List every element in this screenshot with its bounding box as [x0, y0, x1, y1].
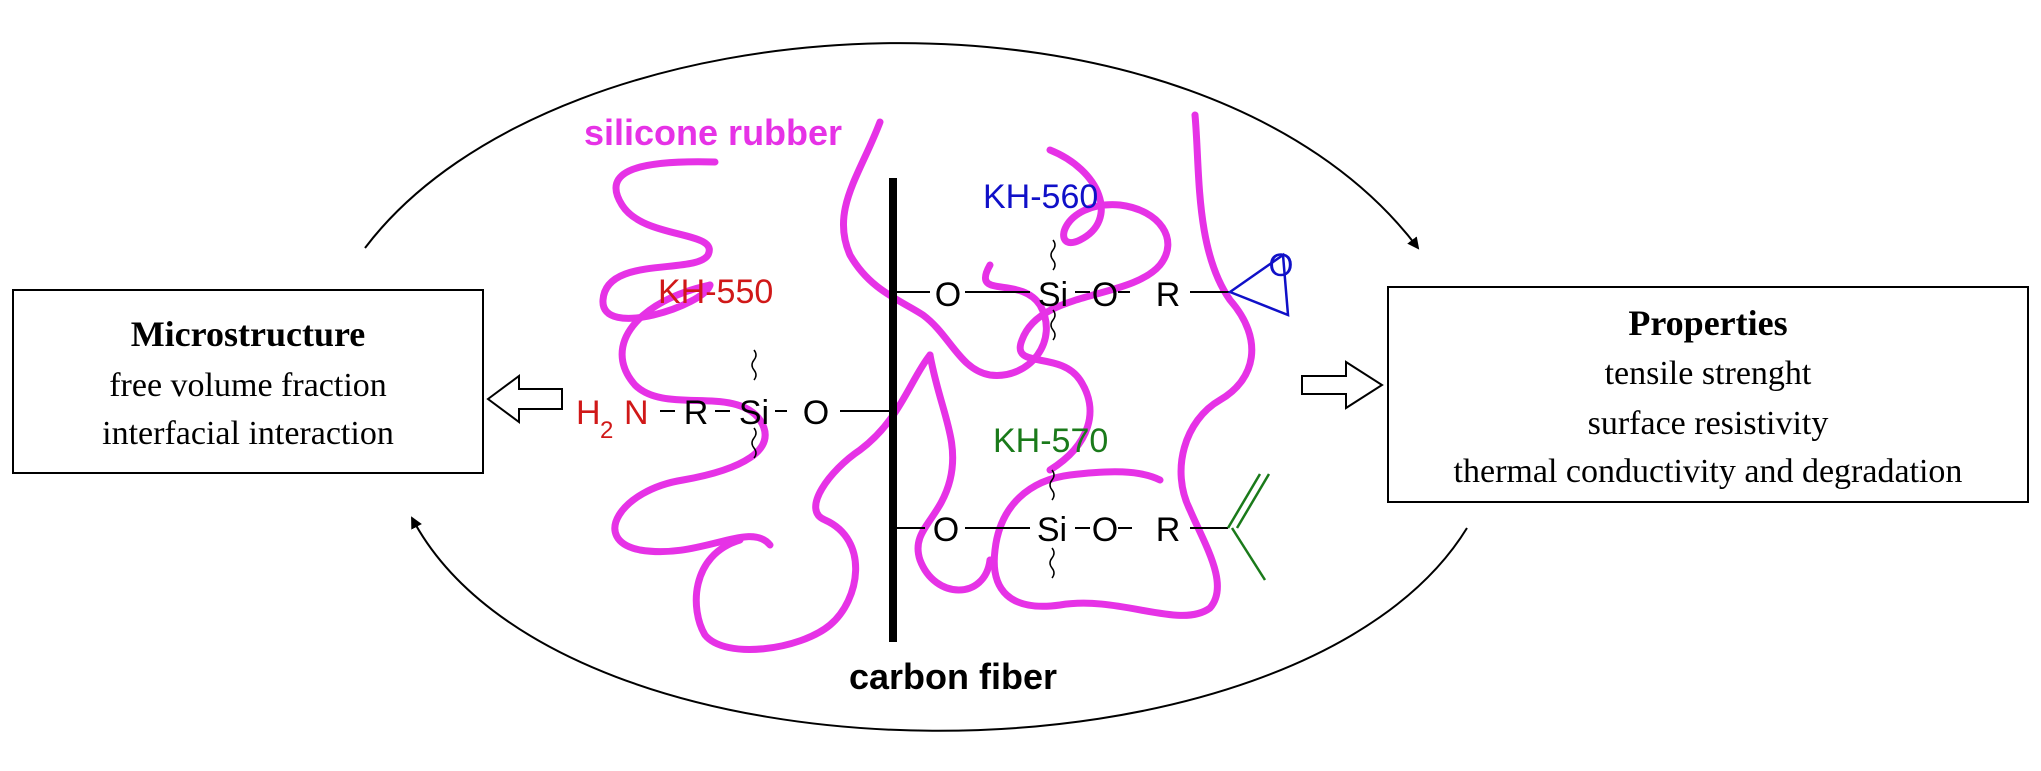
- rubber-chain-left-upper: [599, 158, 719, 322]
- microstructure-title: Microstructure: [131, 314, 366, 354]
- rubber-chain-left-lower: [692, 351, 934, 653]
- kh550-si: Si: [739, 394, 769, 432]
- silicone-rubber-label: silicone rubber: [584, 112, 842, 153]
- kh560-label: KH-560: [983, 178, 1098, 216]
- kh560-wavy-bond-down: [1050, 309, 1056, 341]
- kh560-o1: O: [935, 276, 961, 314]
- kh560-group: O Si O R O KH-560: [895, 178, 1294, 341]
- kh570-o2: O: [1092, 511, 1118, 549]
- epoxide-ring-icon: [1227, 252, 1290, 317]
- microstructure-line-2: interfacial interaction: [102, 415, 394, 452]
- microstructure-box: Microstructure free volume fraction inte…: [12, 289, 484, 474]
- kh560-si: Si: [1038, 276, 1068, 314]
- kh550-r: R: [684, 394, 709, 432]
- rubber-chain-right-vertical: [990, 111, 1256, 619]
- microstructure-line-1: free volume fraction: [109, 367, 387, 404]
- properties-title: Properties: [1628, 303, 1787, 343]
- kh570-o1: O: [933, 511, 959, 549]
- kh550-group: O Si R H 2 N KH-550: [576, 273, 891, 459]
- amine-h: H: [576, 394, 601, 432]
- rubber-chain-left-middle: [611, 281, 774, 555]
- epoxide-oxygen: O: [1269, 247, 1294, 283]
- kh550-label: KH-550: [658, 273, 773, 311]
- kh560-o2: O: [1092, 276, 1118, 314]
- methacrylate-icon: [1226, 473, 1271, 581]
- properties-line-2: surface resistivity: [1588, 405, 1829, 442]
- kh570-label: KH-570: [993, 422, 1108, 460]
- rubber-chain-center-lower: [914, 351, 994, 594]
- kh550-o: O: [803, 394, 829, 432]
- bottom-cycle-arc: [411, 516, 1468, 732]
- properties-line-1: tensile strenght: [1605, 355, 1812, 392]
- properties-line-3: thermal conductivity and degradation: [1454, 453, 1963, 490]
- left-block-arrow: [486, 374, 563, 424]
- kh550-wavy-bond-up: [751, 349, 757, 381]
- kh550-wavy-bond-down: [751, 427, 757, 459]
- silicone-rubber-chains: [599, 111, 1256, 653]
- kh570-si: Si: [1037, 511, 1067, 549]
- carbon-fiber-label: carbon fiber: [849, 656, 1057, 697]
- kh570-group: O Si O R KH-570: [895, 422, 1271, 581]
- kh570-r: R: [1156, 511, 1181, 549]
- kh560-wavy-bond-up: [1050, 239, 1056, 271]
- rubber-chain-center-top: [839, 118, 1050, 379]
- rubber-chain-center-right: [1016, 146, 1172, 474]
- right-block-arrow: [1301, 360, 1384, 410]
- kh570-wavy-bond-down: [1049, 547, 1055, 579]
- kh560-r: R: [1156, 276, 1181, 314]
- amine-subscript-2: 2: [600, 417, 613, 444]
- amine-n: N: [624, 394, 649, 432]
- properties-box: Properties tensile strenght surface resi…: [1387, 286, 2029, 503]
- kh570-wavy-bond-up: [1049, 469, 1055, 501]
- top-cycle-arc: [364, 42, 1420, 250]
